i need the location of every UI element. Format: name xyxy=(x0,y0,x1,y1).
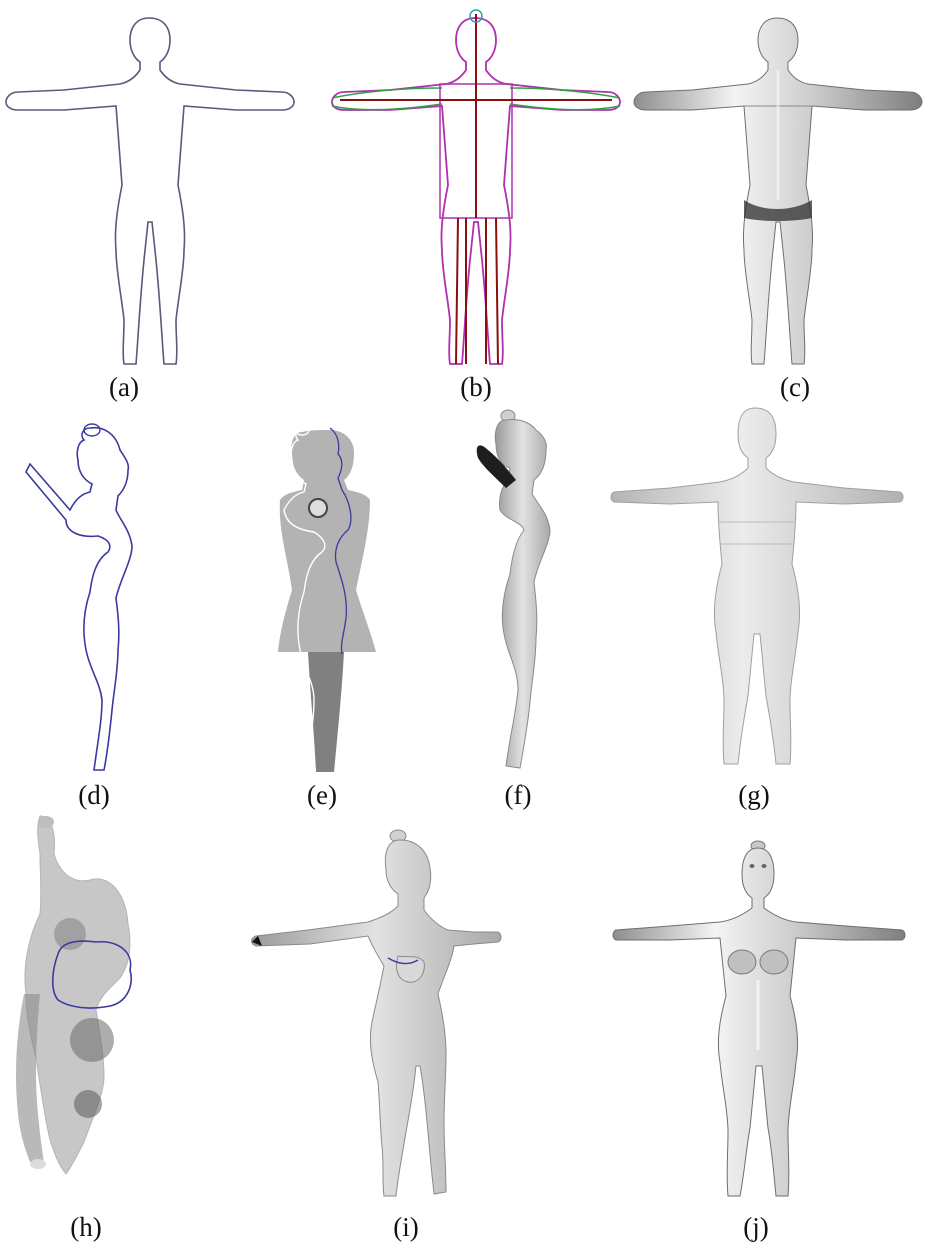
panel-label-h: (h) xyxy=(46,1212,126,1242)
panel-label-g: (g) xyxy=(714,780,794,810)
panel-g-front-smooth xyxy=(610,404,910,776)
hand-cap xyxy=(38,816,54,828)
left-chest xyxy=(728,950,756,974)
panel-label-d: (d) xyxy=(54,780,134,810)
panel-label-b: (b) xyxy=(436,372,516,402)
panel-label-f: (f) xyxy=(478,780,558,810)
body-mesh-front-smooth xyxy=(611,408,903,764)
left-arm-contour-top xyxy=(332,88,442,98)
panel-label-j: (j) xyxy=(716,1212,796,1242)
panel-e-overlay xyxy=(258,420,408,780)
right-leg-axis-2 xyxy=(496,218,498,364)
panel-a-front-outline xyxy=(4,0,304,370)
panel-j-front-detailed xyxy=(610,840,910,1202)
chest-shape xyxy=(396,956,424,982)
left-eye xyxy=(750,864,755,868)
panel-label-a: (a) xyxy=(84,372,164,402)
foot-cap xyxy=(30,1159,46,1169)
torso-mesh-perspective xyxy=(25,816,130,1174)
panel-label-c: (c) xyxy=(755,372,835,402)
panel-b-segmented-outline xyxy=(330,0,630,370)
panel-label-i: (i) xyxy=(366,1212,446,1242)
body-outline-side xyxy=(26,428,132,770)
left-leg-axis-1 xyxy=(456,218,458,364)
panel-f-side-mesh xyxy=(466,406,576,778)
knee-joint xyxy=(74,1090,102,1118)
body-mesh-three-quarter xyxy=(252,840,502,1196)
hip-joint xyxy=(70,1018,114,1062)
panel-d-side-outline xyxy=(20,420,200,780)
joint-marker xyxy=(309,499,327,517)
right-chest xyxy=(760,950,788,974)
right-arm-contour-bottom xyxy=(510,104,620,110)
body-outline-front xyxy=(6,18,294,364)
shoulder-joint xyxy=(54,918,86,950)
left-arm-contour-bottom xyxy=(332,104,442,110)
panel-c-front-mesh xyxy=(632,0,929,370)
panel-h-perspective xyxy=(0,814,160,1186)
hair-bun-outline xyxy=(84,424,100,436)
panel-label-e: (e) xyxy=(282,780,362,810)
panel-i-three-quarter xyxy=(248,826,508,1198)
right-eye xyxy=(762,864,767,868)
